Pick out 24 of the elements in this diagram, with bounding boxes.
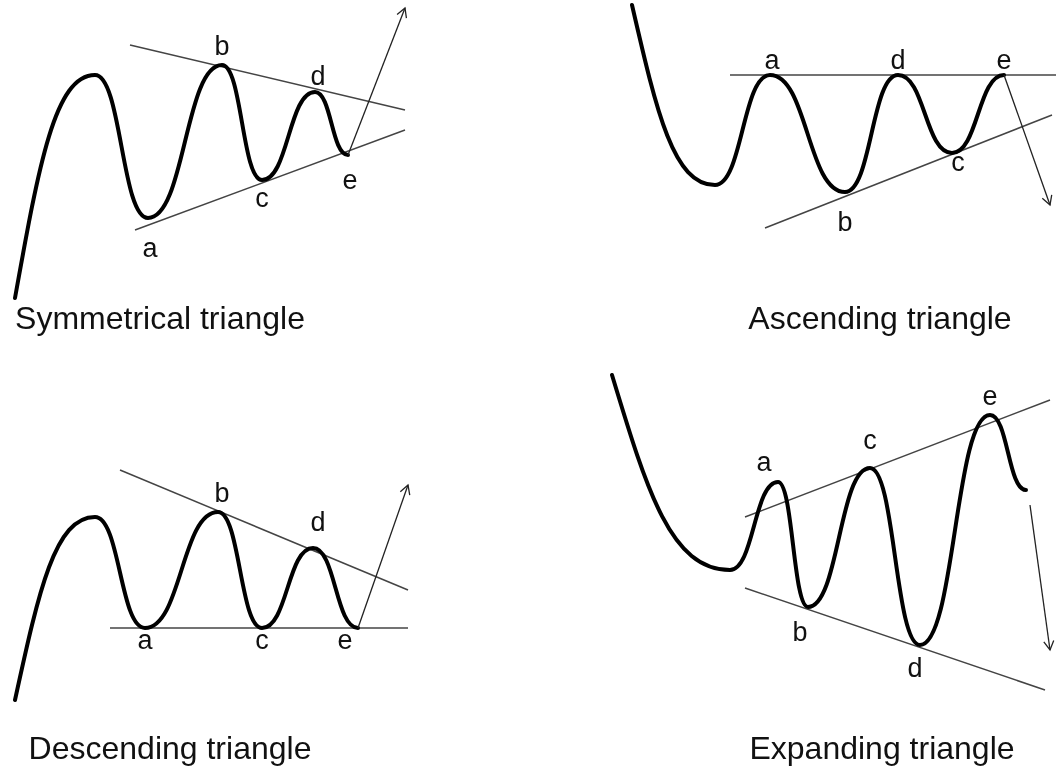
point-label: e — [337, 626, 353, 654]
chart-caption: Ascending triangle — [748, 302, 1012, 334]
point-label: b — [214, 479, 230, 507]
point-label: e — [342, 166, 358, 194]
point-label: d — [890, 46, 906, 74]
point-label: d — [310, 508, 326, 536]
point-label: b — [837, 208, 853, 236]
point-label: c — [255, 184, 269, 212]
point-label: b — [214, 32, 230, 60]
point-label: a — [764, 46, 780, 74]
point-label: d — [310, 62, 326, 90]
chart-caption: Symmetrical triangle — [15, 302, 305, 334]
point-label: d — [907, 654, 923, 682]
point-label: a — [142, 234, 158, 262]
point-label: c — [951, 148, 965, 176]
point-label: a — [137, 626, 153, 654]
point-label: e — [982, 382, 998, 410]
point-label: a — [756, 448, 772, 476]
point-label: e — [996, 46, 1012, 74]
chart-caption: Descending triangle — [28, 732, 312, 764]
chart-caption: Expanding triangle — [749, 732, 1015, 764]
point-label: c — [255, 626, 269, 654]
point-label: c — [863, 426, 877, 454]
point-label: b — [792, 618, 808, 646]
